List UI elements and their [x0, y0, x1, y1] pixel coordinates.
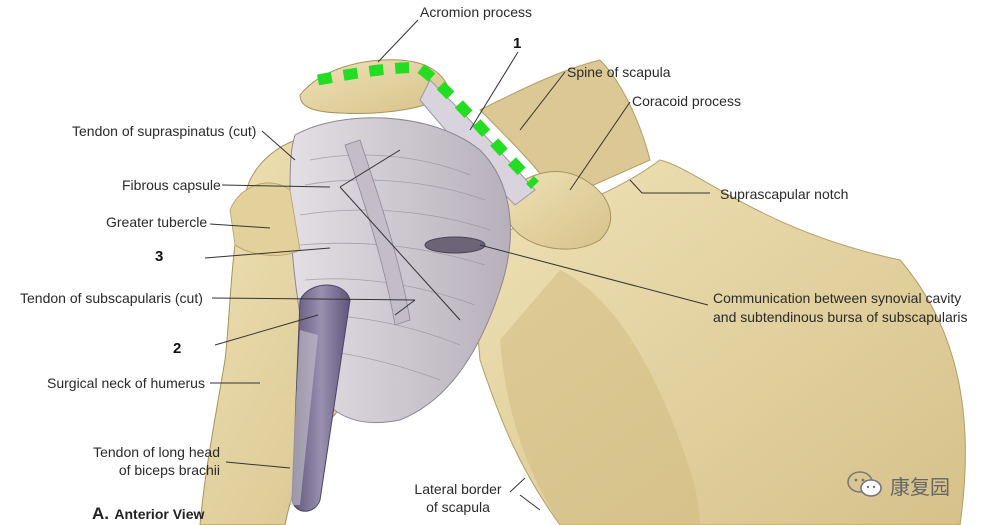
label-tendon-supraspinatus: Tendon of supraspinatus (cut) — [72, 123, 257, 139]
scapula-shading — [500, 270, 700, 525]
label-biceps-1: Tendon of long head — [93, 444, 220, 460]
label-suprascapular-notch: Suprascapular notch — [720, 186, 849, 202]
label-lateral-border-1: Lateral border — [414, 481, 502, 497]
marker-3: 3 — [155, 248, 164, 265]
label-acromion-process: Acromion process — [420, 4, 533, 20]
label-coracoid-process: Coracoid process — [632, 93, 741, 109]
label-greater-tubercle: Greater tubercle — [106, 214, 208, 230]
wechat-icon — [847, 471, 882, 497]
label-communication-2: and subtendinous bursa of subscapularis — [713, 309, 968, 325]
greater-tubercle — [229, 182, 301, 256]
caption-letter: A. — [92, 504, 109, 523]
label-fibrous-capsule: Fibrous capsule — [122, 177, 221, 193]
label-communication-1: Communication between synovial cavity — [713, 290, 962, 306]
label-surgical-neck: Surgical neck of humerus — [47, 375, 205, 391]
synovial-opening — [424, 236, 486, 254]
caption-text: Anterior View — [114, 506, 205, 522]
label-biceps-2: of biceps brachii — [118, 462, 220, 478]
spine-of-scapula — [479, 59, 651, 201]
subscapularis-tendon — [344, 139, 411, 326]
marker-2: 2 — [173, 340, 182, 357]
marker-1: 1 — [513, 35, 522, 52]
watermark: 康复园 — [846, 470, 950, 500]
view-caption: A. Anterior View — [92, 504, 204, 524]
leader-lines — [204, 19, 710, 511]
watermark-text: 康复园 — [890, 474, 950, 499]
label-tendon-subscapularis: Tendon of subscapularis (cut) — [20, 290, 203, 306]
biceps-tendon-lower — [290, 330, 318, 505]
label-lateral-border-2: of scapula — [426, 499, 490, 515]
label-spine-of-scapula: Spine of scapula — [567, 64, 671, 80]
highlight-path — [316, 62, 539, 189]
